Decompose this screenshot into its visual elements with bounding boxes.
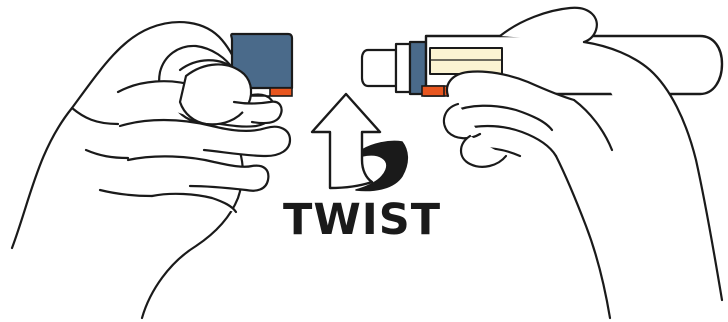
left-thumb-icon bbox=[180, 64, 251, 124]
pen-marker-icon bbox=[422, 86, 444, 96]
twist-instruction-label: TWIST bbox=[283, 199, 441, 242]
twist-arrow-icon bbox=[312, 94, 407, 190]
